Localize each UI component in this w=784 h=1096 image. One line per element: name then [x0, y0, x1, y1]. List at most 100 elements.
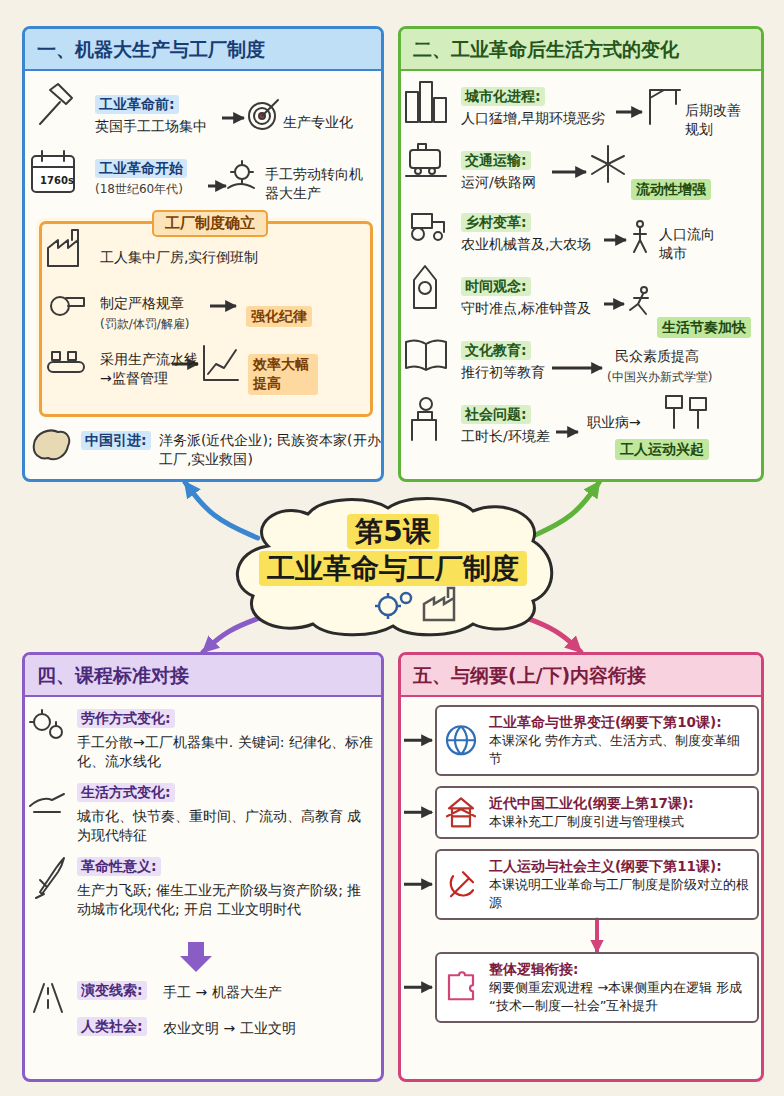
panel-fill — [22, 652, 384, 1082]
gears-icon — [34, 714, 50, 730]
note-text: (中国兴办新式学堂) — [607, 369, 759, 386]
road-icon — [34, 984, 62, 1012]
keyword-label: 生活方式变化: — [77, 783, 175, 802]
down-arrow — [180, 942, 212, 972]
section-panel: 二、工业革命后生活方式的变化城市化进程:人口猛增,早期环境恶劣后期改善规划交通运… — [398, 26, 764, 482]
crane-icon — [650, 90, 680, 124]
hammer-icon — [40, 84, 72, 124]
china-map-icon — [34, 431, 70, 460]
link-heading: 整体逻辑衔接: — [489, 960, 749, 979]
link-box-fill — [435, 786, 759, 839]
connector-arrow — [185, 482, 258, 538]
center-gear-icon — [375, 593, 411, 619]
china-map-icon — [34, 431, 70, 460]
highlight-result: 强化纪律 — [246, 306, 312, 327]
body-text: 英国手工工场集中 — [95, 117, 235, 136]
box-heading: 工厂制度确立 — [152, 210, 268, 237]
panel-fill — [398, 652, 764, 1082]
panel-fill — [36, 218, 370, 414]
body-text: 农业文明 → 工业文明 — [163, 1019, 363, 1038]
panel-heading: 一、机器大生产与工厂制度 — [25, 29, 381, 71]
keyword-label: 人类社会: — [77, 1017, 147, 1036]
panel-heading: 五、与纲要(上/下)内容衔接 — [401, 655, 761, 697]
link-box-fill — [435, 952, 759, 1023]
conveyor-icon — [48, 352, 84, 372]
body-text: 手工分散→工厂机器集中. 关键词: 纪律化、标准化、流水线化 — [77, 733, 375, 772]
hammer-icon — [40, 84, 72, 124]
keyword-label: 中国引进: — [81, 431, 151, 450]
mobility-icon — [592, 146, 624, 182]
train-icon — [406, 144, 446, 176]
whistle-icon — [51, 297, 84, 315]
connector-arrow — [595, 920, 599, 953]
buildings-icon — [406, 92, 418, 122]
keyword-label: 乡村变革: — [461, 213, 531, 232]
pagoda-icon — [447, 798, 475, 826]
tractor-icon — [412, 228, 424, 240]
conveyor-icon — [48, 362, 84, 372]
walker-icon — [634, 221, 646, 252]
keyword-label: 劳作方式变化: — [77, 709, 175, 728]
conveyor-icon — [68, 352, 76, 360]
body-text: 手工 → 机器大生产 — [163, 983, 363, 1002]
body-text: 生产专业化 — [283, 113, 373, 132]
center-factory-icon — [424, 588, 454, 620]
panel-heading: 四、课程标准对接 — [25, 655, 381, 697]
picket-icon — [690, 398, 706, 410]
row-arrows — [552, 171, 586, 174]
hammer-sickle-icon — [451, 872, 473, 896]
hand-icon — [30, 794, 64, 812]
walker-icon — [637, 221, 643, 227]
chart-icon — [204, 346, 238, 380]
link-box: 整体逻辑衔接:纲要侧重宏观进程 →本课侧重内在逻辑 形成“技术—制度—社会”互补… — [435, 952, 759, 1023]
puzzle-icon — [449, 972, 473, 999]
clock-tower-icon — [414, 266, 436, 308]
link-body: 本课深化 劳作方式、生活方式、制度变革细节 — [489, 732, 749, 768]
clock-tower-icon — [419, 282, 431, 294]
highlight-result: 生活节奏加快 — [657, 317, 751, 338]
tractor-icon — [434, 232, 442, 240]
crane-icon — [650, 90, 680, 124]
center-gear-icon — [379, 597, 397, 615]
body-text: 推行初等教育 — [461, 363, 571, 382]
keyword-label: 革命性意义: — [77, 857, 161, 876]
mobility-icon — [592, 146, 624, 182]
tractor-icon — [412, 214, 444, 240]
cloud-shape — [237, 499, 551, 635]
body-text: 生产力飞跃; 催生工业无产阶级与资产阶级; 推动城市化现代化; 开启 工业文明时… — [77, 881, 375, 920]
row-arrows — [222, 117, 244, 120]
highlight-result: 工人运动兴起 — [615, 439, 709, 460]
note-text: (18世纪60年代) — [95, 181, 225, 198]
row-arrows — [556, 431, 578, 434]
globe-icon — [447, 726, 475, 754]
buildings-icon — [406, 82, 446, 122]
picket-icon — [666, 396, 706, 428]
row-arrows — [172, 112, 642, 432]
link-box-fill — [435, 849, 759, 920]
book-icon — [406, 340, 446, 370]
runner-icon — [641, 287, 647, 293]
link-box: 工人运动与社会主义(纲要下第11课):本课说明工业革命与工厂制度是阶级对立的根源 — [435, 849, 759, 920]
panel-fill — [22, 26, 384, 482]
link-heading: 工人运动与社会主义(纲要下第11课): — [489, 857, 749, 876]
buildings-icon — [420, 82, 432, 122]
clock-tower-icon — [414, 266, 436, 308]
body-text: 手工劳动转向机器大生产 — [265, 165, 369, 204]
rocket-icon — [36, 858, 64, 898]
body-text: 人口猛增,早期环境恶劣 — [461, 109, 621, 128]
whistle-icon — [51, 297, 69, 315]
center-factory-icon — [424, 588, 454, 620]
link-body: 本课补充工厂制度引进与管理模式 — [489, 813, 749, 831]
row-arrows — [210, 305, 236, 308]
panel-fill — [398, 26, 764, 482]
buildings-icon — [434, 98, 446, 122]
connector-arrow — [203, 615, 268, 652]
pointer-arrow — [404, 811, 432, 814]
body-text: 后期改善规划 — [685, 101, 751, 140]
target-icon — [262, 100, 278, 116]
center-gear-icon — [401, 593, 411, 603]
row-arrows — [552, 367, 602, 370]
section-panel: 工厂制度确立工人集中厂房,实行倒班制制定严格规章(罚款/体罚/解雇)强化纪律采用… — [22, 26, 384, 482]
body-text: 制定严格规章 — [100, 294, 230, 313]
